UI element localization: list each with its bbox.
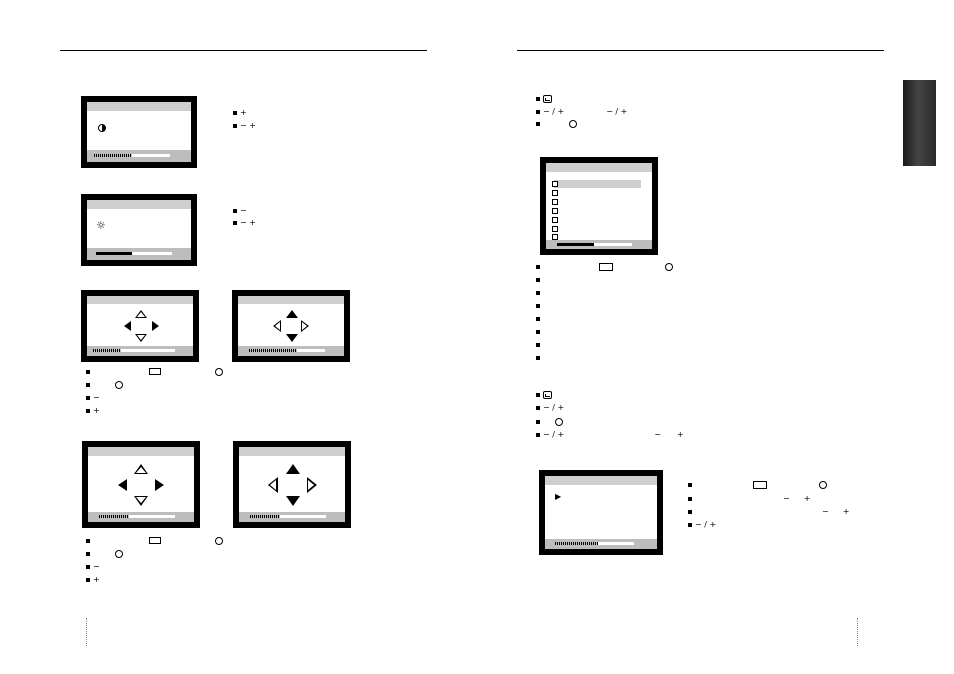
middle-bullet-4: − / +−+ <box>536 430 684 440</box>
brightness-bullet-2: − + <box>233 218 256 228</box>
menu-icon-1 <box>552 181 558 187</box>
size-bullet-4: + <box>86 575 100 585</box>
menu-bullet-5 <box>536 314 543 324</box>
sun-icon: ☼ <box>96 219 106 232</box>
menu-list-osd <box>540 157 658 255</box>
circle-button-icon <box>555 417 563 426</box>
top-bullet-3 <box>536 119 577 129</box>
select-icon <box>753 480 767 489</box>
circle-button-icon <box>665 262 673 271</box>
circle-button-icon <box>215 367 223 376</box>
enter-icon <box>543 390 552 399</box>
down-arrow-icon <box>286 496 300 506</box>
left-arrow-icon <box>118 479 127 491</box>
middle-bullet-2: − / + <box>536 403 564 413</box>
circle-button-icon <box>819 480 827 489</box>
circle-button-icon <box>569 119 577 128</box>
position-icon <box>149 368 161 375</box>
menu-bullet-6 <box>536 327 543 337</box>
size-icon <box>149 537 161 544</box>
contrast-icon <box>98 124 106 132</box>
menu-bullet-4 <box>536 301 543 311</box>
h-position-osd <box>81 290 199 362</box>
menu-icon-5 <box>552 217 558 223</box>
right-footer-marker <box>857 618 858 646</box>
top-bullet-2: − / +− / + <box>536 107 627 117</box>
selection-arrow-icon: ▶ <box>555 492 562 501</box>
bottom-bullet-3: −+ <box>688 507 849 517</box>
right-arrow-icon <box>152 321 159 331</box>
v-size-osd <box>233 441 351 528</box>
bottom-bullet-2: −+ <box>688 494 810 504</box>
menu-icon-7 <box>552 234 558 240</box>
h-size-osd <box>82 441 200 528</box>
language-tab <box>903 80 936 166</box>
right-header-rule <box>517 50 884 51</box>
down-arrow-icon <box>286 334 298 342</box>
up-arrow-icon <box>286 464 300 474</box>
menu-icon-2 <box>552 190 558 196</box>
position-bullet-1 <box>86 367 223 377</box>
contrast-osd <box>81 96 197 168</box>
enter-icon <box>543 94 552 103</box>
bottom-bullet-1 <box>688 480 827 490</box>
position-bullet-3: − <box>86 393 100 403</box>
circle-button-icon <box>115 380 123 389</box>
left-header-rule <box>60 50 427 51</box>
menu-bullet-8 <box>536 353 543 363</box>
menu-bullet-1 <box>536 262 673 272</box>
position-bullet-4: + <box>86 406 100 416</box>
left-arrow-icon <box>124 321 131 331</box>
contrast-bullet-1: + <box>233 108 247 118</box>
menu-bullet-2 <box>536 275 543 285</box>
bottom-bullet-4: − / + <box>688 520 716 530</box>
top-bullet-1 <box>536 94 552 104</box>
menu-icon-3 <box>552 199 558 205</box>
circle-button-icon <box>215 536 223 545</box>
position-bullet-2 <box>86 380 123 390</box>
menu-icon-6 <box>552 226 558 232</box>
v-position-osd <box>232 290 350 362</box>
size-bullet-3: − <box>86 562 100 572</box>
contrast-bullet-2: − + <box>233 121 256 131</box>
middle-bullet-3 <box>536 417 563 427</box>
menu-bullet-7 <box>536 340 543 350</box>
left-footer-marker <box>86 618 87 646</box>
brightness-osd: ☼ <box>81 194 197 266</box>
middle-bullet-1 <box>536 390 552 400</box>
menu-icon-4 <box>552 208 558 214</box>
select-osd: ▶ <box>539 470 663 555</box>
menu-icon <box>599 262 613 271</box>
menu-bullet-3 <box>536 288 543 298</box>
size-bullet-1 <box>86 536 223 546</box>
brightness-bullet-1: − <box>233 206 247 216</box>
right-arrow-icon <box>155 479 164 491</box>
up-arrow-icon <box>286 310 298 318</box>
size-bullet-2 <box>86 549 123 559</box>
circle-button-icon <box>115 549 123 558</box>
